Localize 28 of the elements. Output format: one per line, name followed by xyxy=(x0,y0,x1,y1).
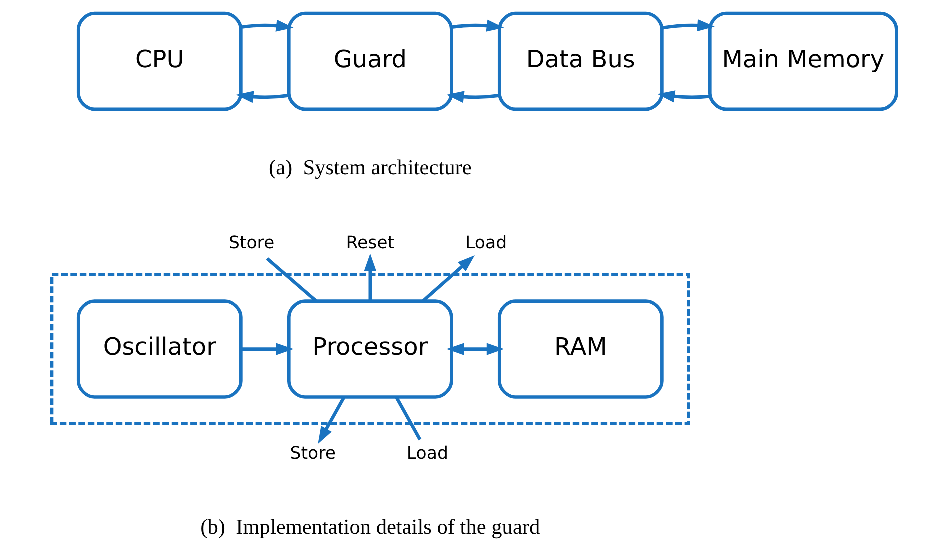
node-text: Load xyxy=(466,234,508,254)
label: (b) Implementation details of the guard xyxy=(200,515,540,540)
arrow xyxy=(241,20,294,32)
arrow xyxy=(446,91,500,104)
node-box: CPU xyxy=(76,12,243,112)
connector xyxy=(395,396,422,441)
connector xyxy=(266,258,318,302)
arrow xyxy=(662,20,715,32)
label: (a) System architecture xyxy=(268,155,472,180)
node-box: Main Memory xyxy=(708,12,898,112)
node-box: Guard xyxy=(287,12,454,112)
node-text: Reset xyxy=(346,234,395,254)
arrow xyxy=(422,255,475,302)
node-text: Load xyxy=(406,444,448,464)
node-box: RAM xyxy=(498,300,664,399)
arrow xyxy=(658,90,710,103)
node-box: Processor xyxy=(287,300,454,399)
node-text: Store xyxy=(228,234,275,254)
cluster xyxy=(50,273,690,426)
arrow xyxy=(241,343,294,356)
arrow xyxy=(452,20,504,32)
arrow xyxy=(318,396,346,444)
node-box: Data Bus xyxy=(498,12,664,112)
node-box: Oscillator xyxy=(76,300,243,399)
arrow xyxy=(236,91,289,104)
arrow xyxy=(446,343,504,356)
arrow xyxy=(364,254,376,302)
node-text: Store xyxy=(290,444,336,464)
